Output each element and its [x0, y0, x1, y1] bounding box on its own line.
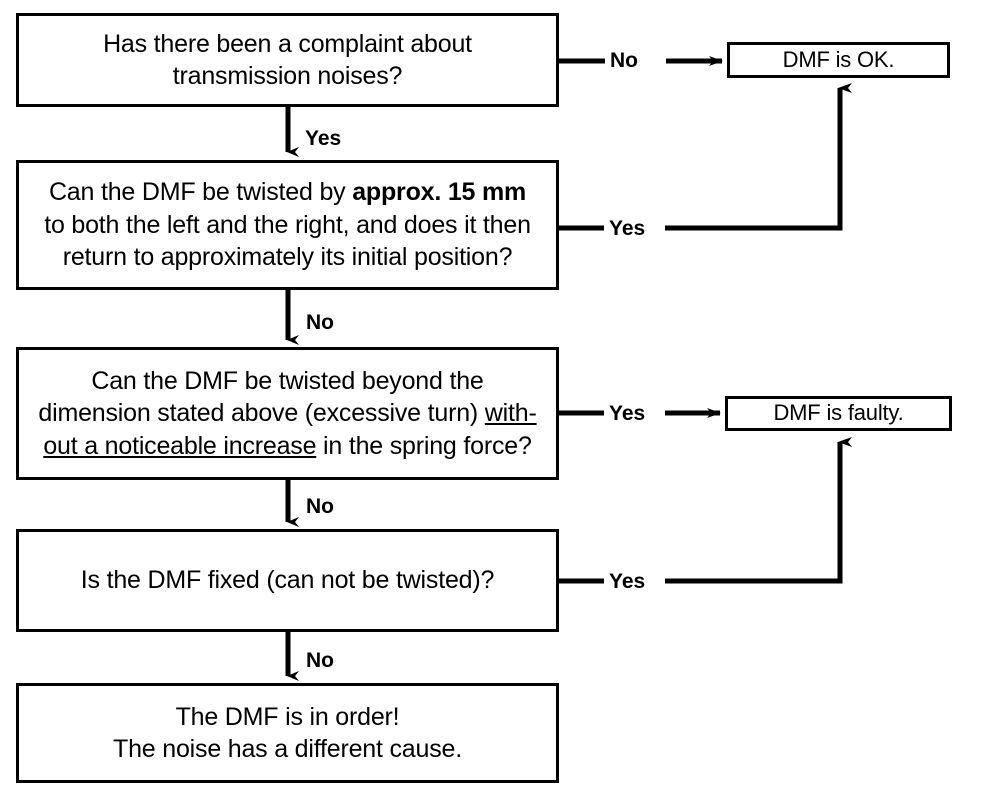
edge-label-q1-yes: Yes: [305, 127, 342, 150]
decision-box-twist-15mm[interactable]: Can the DMF be twisted by approx. 15 mm …: [16, 160, 559, 290]
line-1: Can the DMF be twisted by: [48, 178, 353, 207]
underline-part-2: out a noticeable increase: [43, 431, 317, 460]
result-box-dmf-in-order-text: The DMF is in order! The noise has a dif…: [105, 701, 470, 766]
edge-label-q2-no: No: [306, 311, 334, 334]
result-box-dmf-in-order[interactable]: The DMF is in order! The noise has a dif…: [16, 683, 559, 783]
decision-box-complaint-text: Has there been a complaint about transmi…: [95, 28, 480, 93]
decision-box-dmf-fixed[interactable]: Is the DMF fixed (can not be twisted)?: [16, 529, 559, 632]
line-3: in the spring force?: [316, 431, 532, 460]
result-box-dmf-ok-text: DMF is OK.: [782, 46, 895, 72]
line-2: transmission noises?: [172, 62, 403, 90]
line-1: Has there been a complaint about: [103, 29, 472, 58]
line-2: to both the left and the right, and does…: [44, 210, 531, 239]
line-2: dimension stated above (excessive turn): [38, 399, 485, 428]
decision-box-twist-15mm-text: Can the DMF be twisted by approx. 15 mm …: [36, 176, 539, 274]
bold-measure: approx. 15 mm: [352, 178, 527, 207]
result-box-dmf-faulty[interactable]: DMF is faulty.: [725, 396, 952, 431]
result-box-dmf-ok[interactable]: DMF is OK.: [727, 42, 950, 78]
decision-box-complaint[interactable]: Has there been a complaint about transmi…: [16, 13, 559, 107]
edge-label-q2-yes: Yes: [609, 217, 646, 240]
line-1: Is the DMF fixed (can not be twisted)?: [80, 566, 495, 595]
underline-part-1: with-: [484, 399, 537, 428]
edge-label-q4-yes: Yes: [609, 570, 646, 593]
line-1: The DMF is in order!: [175, 702, 400, 731]
edge-label-q4-no: No: [306, 649, 334, 672]
edge-label-q1-no: No: [610, 49, 638, 72]
edge-label-q3-no: No: [306, 495, 334, 518]
line-3: return to approximately its initial posi…: [62, 243, 513, 272]
decision-box-dmf-fixed-text: Is the DMF fixed (can not be twisted)?: [73, 564, 502, 597]
decision-box-excessive-turn[interactable]: Can the DMF be twisted beyond the dimens…: [16, 347, 559, 480]
line-1: Can the DMF be twisted beyond the: [91, 366, 484, 395]
result-box-dmf-faulty-text: DMF is faulty.: [773, 400, 904, 426]
decision-box-excessive-turn-text: Can the DMF be twisted beyond the dimens…: [30, 365, 544, 463]
line-2: The noise has a different cause.: [113, 735, 462, 763]
edge-label-q3-yes: Yes: [609, 402, 646, 425]
